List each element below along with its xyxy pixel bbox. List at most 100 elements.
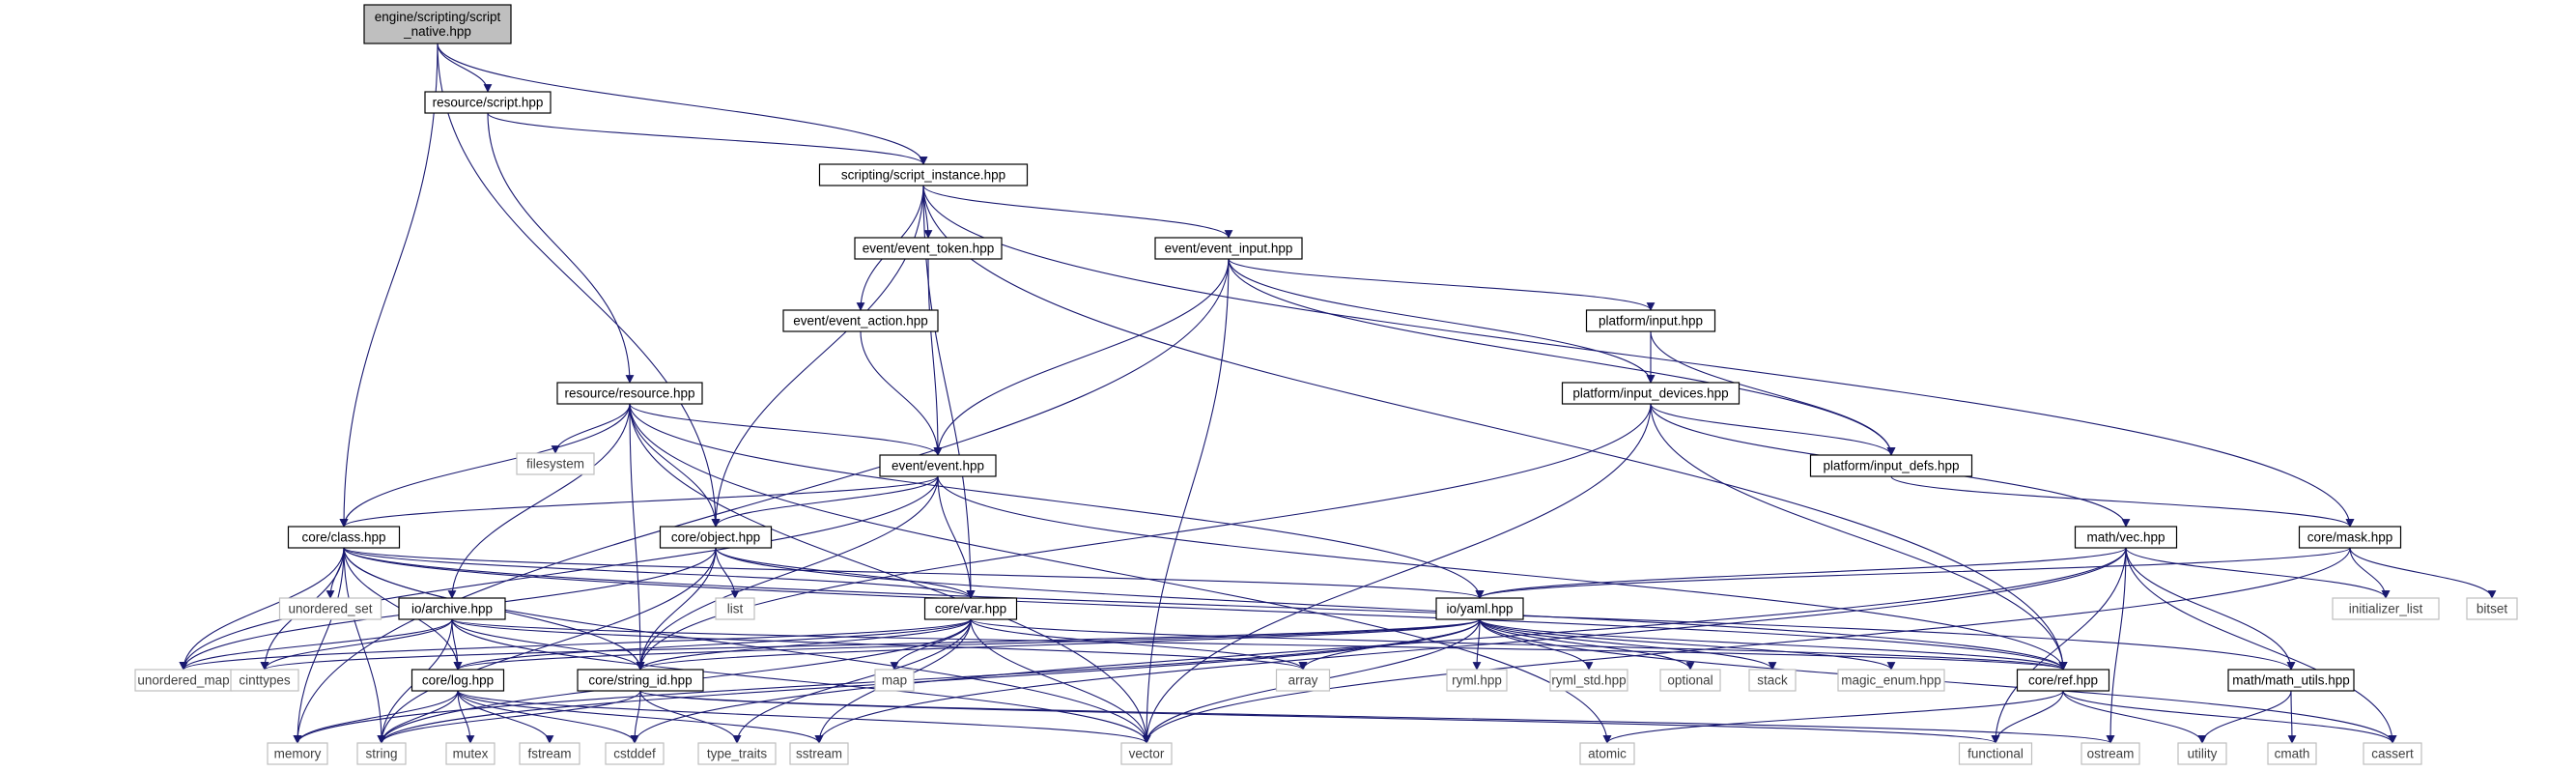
node-memory: memory [267, 742, 328, 765]
node-label: math/math_utils.hpp [2232, 673, 2350, 688]
node-box [1958, 742, 2033, 765]
edge-mvec-to-sstream [814, 547, 2127, 744]
edge-event-to-umap [179, 475, 939, 671]
node-label: unordered_set [288, 602, 372, 616]
node-eaction[interactable]: event/event_action.hpp [782, 309, 939, 332]
node-sinst[interactable]: scripting/script_instance.hpp [818, 163, 1029, 186]
edge-cobj-to-list [715, 547, 740, 599]
node-cmask[interactable]: core/mask.hpp [2298, 526, 2402, 549]
node-ostream: ostream [2081, 742, 2140, 765]
node-box [1659, 669, 1721, 692]
edge-rres-to-event [629, 403, 943, 456]
edge-rres-to-atomic [629, 403, 1612, 744]
edge-pdev-to-csid [636, 403, 1652, 671]
edge-clog-to-fstream [457, 690, 554, 744]
node-ryml: ryml.hpp [1446, 669, 1508, 692]
edge-pdev-to-pdefs [1650, 403, 1896, 456]
node-rscript[interactable]: resource/script.hpp [424, 91, 552, 114]
edge-ioyaml-to-stack [1479, 618, 1777, 671]
node-ilist: initializer_list [2332, 597, 2440, 620]
edge-event-to-cobj [711, 475, 939, 528]
node-label: engine/scripting/script [375, 10, 501, 24]
node-label: core/var.hpp [935, 602, 1006, 616]
edge-rres-to-vector [629, 403, 1151, 744]
node-box [1435, 597, 1524, 620]
node-label: string [365, 747, 397, 761]
node-label: map [882, 673, 907, 688]
node-mvec[interactable]: math/vec.hpp [2074, 526, 2178, 549]
node-label: magic_enum.hpp [1841, 673, 1941, 688]
node-box [445, 742, 495, 765]
edge-cclass-to-cvar [343, 547, 976, 599]
node-csid[interactable]: core/string_id.hpp [577, 669, 704, 692]
node-fs: filesystem [516, 452, 595, 475]
node-einput[interactable]: event/event_input.hpp [1154, 237, 1303, 260]
edge-einput-to-pinput [1228, 258, 1656, 311]
node-cobj[interactable]: core/object.hpp [659, 526, 773, 549]
edge-cvar-to-cref [970, 618, 2068, 671]
nodes-layer: engine/scripting/script_native.hppresour… [134, 4, 2518, 765]
edge-csid-to-cstddef [630, 690, 641, 744]
edge-csid-to-ostream [639, 690, 2114, 744]
edge-mvec-to-ostream [2106, 547, 2127, 744]
edge-cclass-to-memory [293, 547, 345, 744]
node-box [577, 669, 704, 692]
node-box [519, 742, 580, 765]
node-label: type_traits [707, 747, 768, 761]
node-cassert: cassert [2363, 742, 2422, 765]
node-label: math/vec.hpp [2086, 530, 2165, 545]
edge-rres-to-ioarch [447, 403, 631, 599]
node-stack: stack [1748, 669, 1797, 692]
node-string: string [356, 742, 407, 765]
edge-mvec-to-mutils [2125, 547, 2296, 671]
node-mutils[interactable]: math/math_utils.hpp [2227, 669, 2355, 692]
node-label: list [727, 602, 744, 616]
node-label: cmath [2275, 747, 2310, 761]
edge-ioyaml-to-cref [1479, 618, 2068, 671]
node-rres[interactable]: resource/resource.hpp [556, 382, 703, 405]
node-box [424, 91, 552, 114]
node-label: event/event_action.hpp [793, 314, 928, 329]
edge-cref-to-utility [2062, 690, 2207, 744]
node-root[interactable]: engine/scripting/script_native.hpp [363, 4, 512, 44]
edge-root-to-sinst [437, 43, 928, 165]
node-label: scripting/script_instance.hpp [841, 168, 1005, 183]
edge-sinst-to-cmask [922, 185, 2355, 528]
node-pdefs[interactable]: platform/input_defs.hpp [1809, 454, 1973, 477]
node-box [818, 163, 1029, 186]
node-mutex: mutex [445, 742, 495, 765]
node-box [1809, 454, 1973, 477]
node-event[interactable]: event/event.hpp [879, 454, 997, 477]
node-pinput[interactable]: platform/input.hpp [1585, 309, 1716, 332]
node-ioarch[interactable]: io/archive.hpp [398, 597, 506, 620]
edge-cclass-to-umap [179, 547, 345, 671]
node-pdev[interactable]: platform/input_devices.hpp [1561, 382, 1741, 405]
node-etoken[interactable]: event/event_token.hpp [854, 237, 1003, 260]
edge-sinst-to-cref [922, 185, 2068, 671]
node-cvar[interactable]: core/var.hpp [923, 597, 1018, 620]
edge-rres-to-fs [551, 403, 631, 454]
edge-rres-to-cclass [339, 403, 631, 528]
edge-cvar-to-csid [636, 618, 972, 671]
node-box [2177, 742, 2227, 765]
node-fstream: fstream [519, 742, 580, 765]
edge-csid-to-string [377, 690, 641, 744]
node-cclass[interactable]: core/class.hpp [287, 526, 401, 549]
node-label: filesystem [526, 457, 584, 472]
edge-clog-to-memory [293, 690, 459, 744]
node-label: event/event_token.hpp [863, 242, 995, 256]
edge-pdev-to-vector [1142, 403, 1652, 744]
edge-mutils-to-utility [2197, 690, 2292, 744]
node-atomic: atomic [1579, 742, 1635, 765]
edge-ioarch-to-umap [179, 618, 453, 671]
node-clog[interactable]: core/log.hpp [410, 669, 505, 692]
node-label: platform/input_devices.hpp [1572, 386, 1728, 401]
edge-rres-to-ioyaml [629, 403, 1485, 599]
node-cref[interactable]: core/ref.hpp [2016, 669, 2110, 692]
node-label: resource/script.hpp [433, 96, 544, 110]
node-ioyaml[interactable]: io/yaml.hpp [1435, 597, 1524, 620]
edge-root-to-cclass [339, 43, 439, 528]
edge-cvar-to-ttraits [732, 618, 972, 744]
edge-ioyaml-to-clog [453, 618, 1481, 671]
node-label: atomic [1588, 747, 1627, 761]
